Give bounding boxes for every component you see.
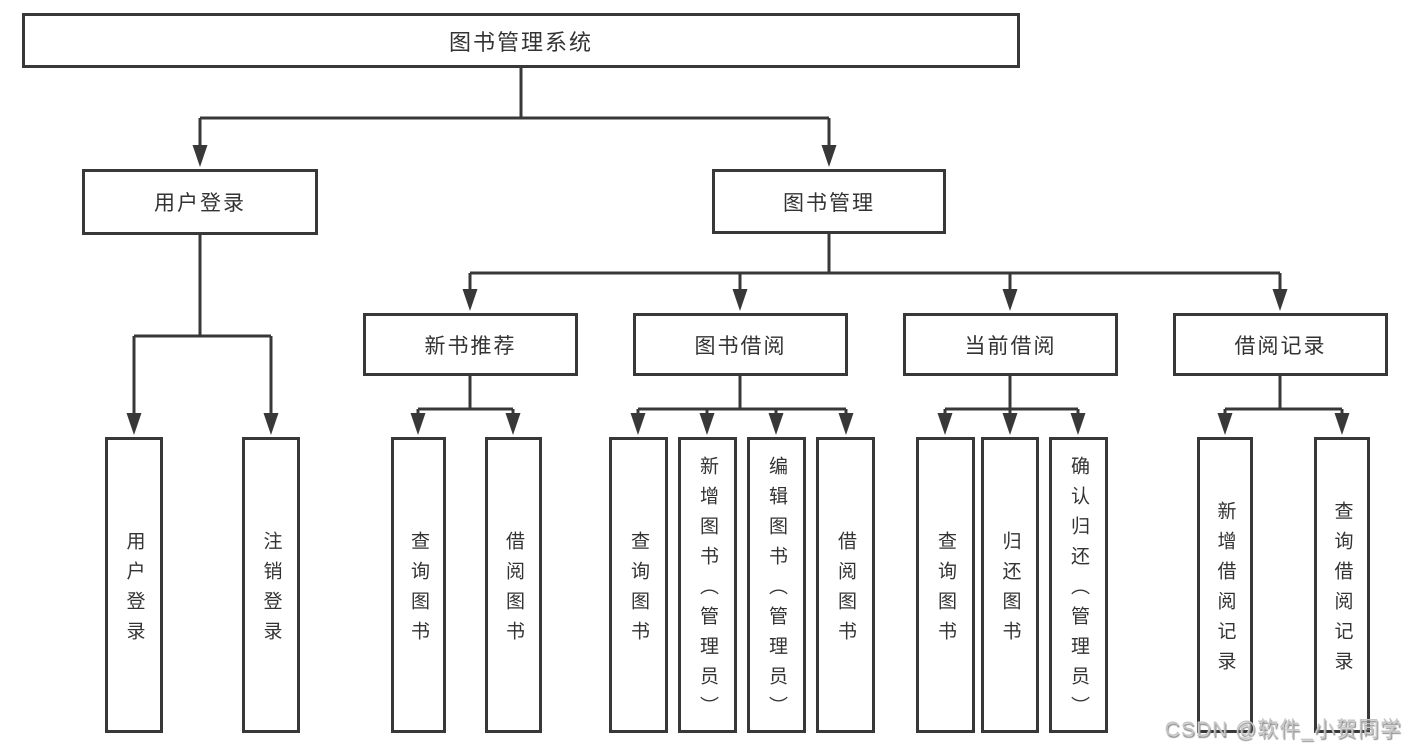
leaf-query-books-borrow-label: 查询图书: [628, 530, 649, 651]
leaf-borrow-books-label: 借阅图书: [835, 530, 856, 651]
node-current-borrow: 当前借阅: [903, 313, 1118, 376]
leaf-borrow-books-recommend: 借阅图书: [485, 437, 542, 733]
leaf-query-books-recommend: 查询图书: [391, 437, 446, 733]
leaf-confirm-return-admin: 确认归还（管理员）: [1049, 437, 1108, 733]
node-user-login: 用户登录: [82, 169, 318, 235]
leaf-user-login: 用户登录: [105, 437, 163, 733]
leaf-edit-book-admin: 编辑图书（管理员）: [747, 437, 806, 733]
leaf-query-books-current: 查询图书: [916, 437, 975, 733]
leaf-edit-book-admin-label: 编辑图书（管理员）: [766, 455, 787, 726]
node-new-book-recommend-label: 新书推荐: [424, 334, 517, 358]
leaf-borrow-books-recommend-label: 借阅图书: [503, 530, 524, 651]
leaf-user-login-label: 用户登录: [123, 530, 145, 651]
leaf-return-books-label: 归还图书: [999, 530, 1021, 651]
node-current-borrow-label: 当前借阅: [964, 334, 1057, 358]
leaf-query-borrow-record-label: 查询借阅记录: [1331, 500, 1353, 681]
node-book-borrow: 图书借阅: [633, 313, 848, 376]
leaf-borrow-books: 借阅图书: [816, 437, 875, 733]
leaf-logout-label: 注销登录: [260, 530, 282, 651]
leaf-add-book-admin-label: 新增图书（管理员）: [697, 455, 718, 726]
leaf-add-borrow-record-label: 新增借阅记录: [1214, 500, 1236, 681]
leaf-query-borrow-record: 查询借阅记录: [1314, 437, 1370, 733]
leaf-query-books-recommend-label: 查询图书: [408, 530, 429, 651]
leaf-logout: 注销登录: [242, 437, 300, 733]
leaf-confirm-return-admin-label: 确认归还（管理员）: [1068, 455, 1089, 726]
node-book-management: 图书管理: [712, 169, 946, 234]
leaf-query-books-current-label: 查询图书: [935, 530, 956, 651]
node-book-borrow-label: 图书借阅: [694, 334, 787, 358]
leaf-add-borrow-record: 新增借阅记录: [1197, 437, 1253, 733]
leaf-query-books-borrow: 查询图书: [609, 437, 668, 733]
leaf-return-books: 归还图书: [981, 437, 1039, 733]
csdn-watermark: CSDN @软件_小贺同学: [1164, 718, 1402, 741]
node-borrow-records-label: 借阅记录: [1234, 334, 1327, 358]
node-library-system-label: 图书管理系统: [448, 29, 593, 55]
node-borrow-records: 借阅记录: [1173, 313, 1388, 376]
node-new-book-recommend: 新书推荐: [363, 313, 578, 376]
node-library-system: 图书管理系统: [22, 13, 1020, 68]
node-book-management-label: 图书管理: [783, 191, 875, 215]
node-user-login-label: 用户登录: [154, 192, 246, 215]
leaf-add-book-admin: 新增图书（管理员）: [678, 437, 737, 733]
